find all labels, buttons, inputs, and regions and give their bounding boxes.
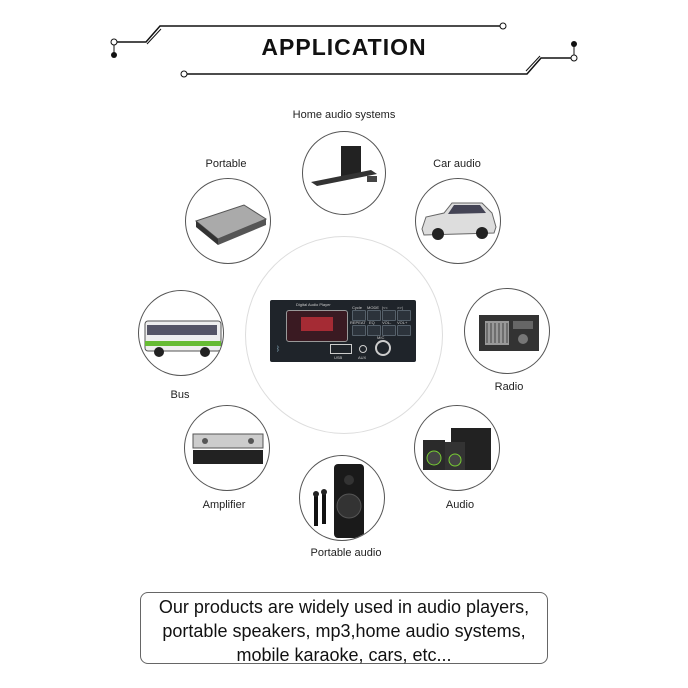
label-radio: Radio <box>494 381 524 393</box>
car-audio-circle <box>415 178 501 264</box>
module-name: Digital Audio Player <box>296 302 331 307</box>
mic-jack <box>375 340 391 356</box>
soundbar-icon <box>311 146 377 186</box>
label-amplifier: Amplifier <box>202 499 246 511</box>
description-box: Our products are widely used in audio pl… <box>140 592 548 665</box>
circuit-decoration <box>110 22 578 78</box>
portable-audio-circle <box>299 455 385 541</box>
portable-circle <box>185 178 271 264</box>
label-car-audio: Car audio <box>433 158 481 170</box>
radio-circle <box>464 288 550 374</box>
bluetooth-icon: ᛒ <box>276 346 281 353</box>
label-portable-audio: Portable audio <box>310 547 382 559</box>
label-home-audio: Home audio systems <box>292 109 396 121</box>
amplifier-circle <box>184 405 270 491</box>
led-display <box>286 310 348 342</box>
description-line: Our products are widely used in audio pl… <box>158 597 530 617</box>
usb-port <box>330 344 352 354</box>
description-line: mobile karaoke, cars, etc... <box>236 645 452 665</box>
radio-icon <box>479 315 539 351</box>
car-icon <box>421 202 497 240</box>
digital-audio-player-module: Digital Audio Player Cycle MODE |<< >>| … <box>270 300 416 362</box>
bus-icon <box>144 320 222 357</box>
label-audio: Audio <box>445 499 475 511</box>
description-line: portable speakers, mp3,home audio system… <box>162 621 526 641</box>
aux-jack <box>359 345 367 353</box>
page-title: APPLICATION <box>261 34 427 60</box>
cassette-player-icon <box>194 204 268 245</box>
bus-circle <box>138 290 224 376</box>
label-portable: Portable <box>205 158 247 170</box>
trolley-speaker-icon <box>313 464 364 538</box>
home-audio-circle <box>302 131 386 215</box>
speakers-icon <box>423 428 491 470</box>
label-bus: Bus <box>170 389 190 401</box>
amplifier-icon <box>192 433 264 464</box>
audio-circle <box>414 405 500 491</box>
